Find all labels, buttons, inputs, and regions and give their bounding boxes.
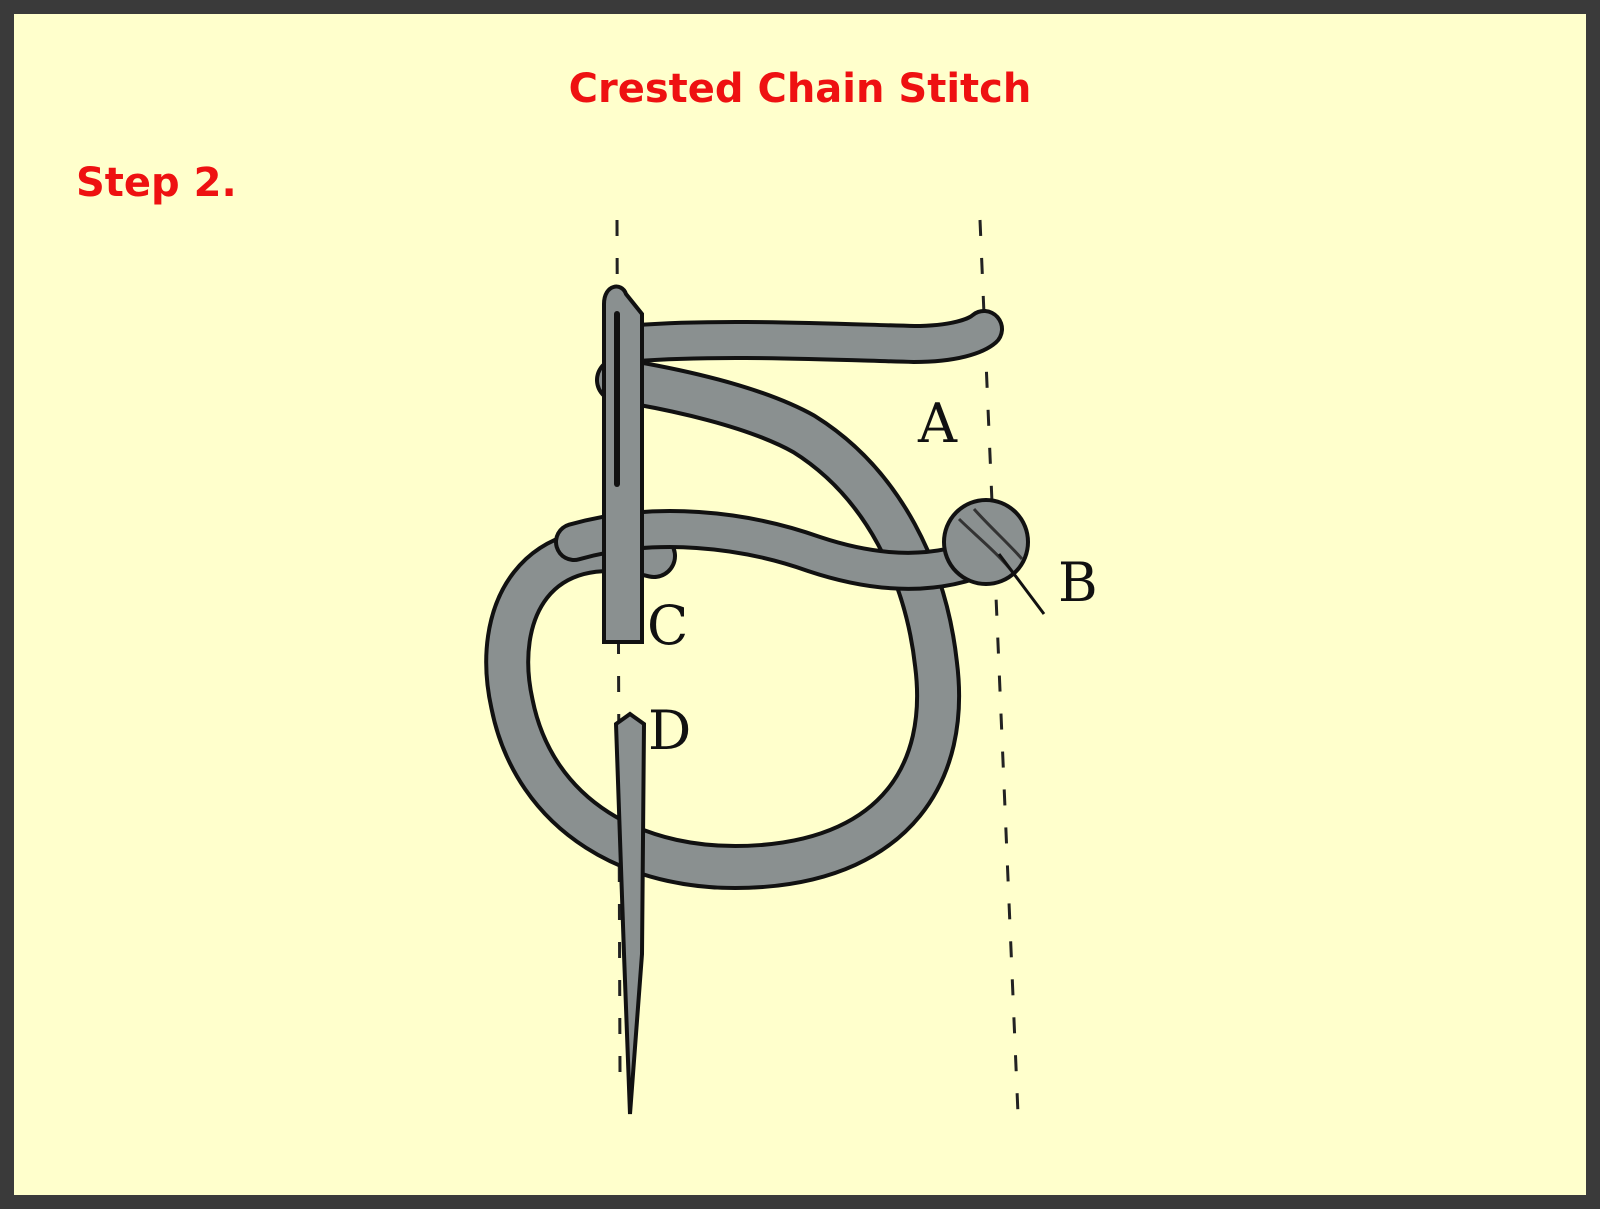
thread-to-b-fill: [558, 513, 1005, 587]
right-guide-line: [978, 219, 1020, 1115]
stitch-diagram: A B C D: [484, 219, 1098, 1115]
label-d: D: [648, 699, 691, 762]
left-guide-line: [615, 219, 622, 1075]
step-label: Step 2.: [76, 160, 237, 206]
needle-lower: [613, 711, 647, 1115]
label-a: A: [917, 392, 958, 455]
thread-loop-fill: [488, 361, 958, 886]
diagram-title: Crested Chain Stitch: [568, 66, 1032, 112]
thread-top-fill: [610, 313, 1000, 361]
needle-upper: [602, 284, 644, 644]
thread-tail-b: [997, 553, 1046, 615]
label-b: B: [1058, 551, 1098, 614]
knot-b: [942, 498, 1030, 586]
label-c: C: [647, 594, 688, 657]
